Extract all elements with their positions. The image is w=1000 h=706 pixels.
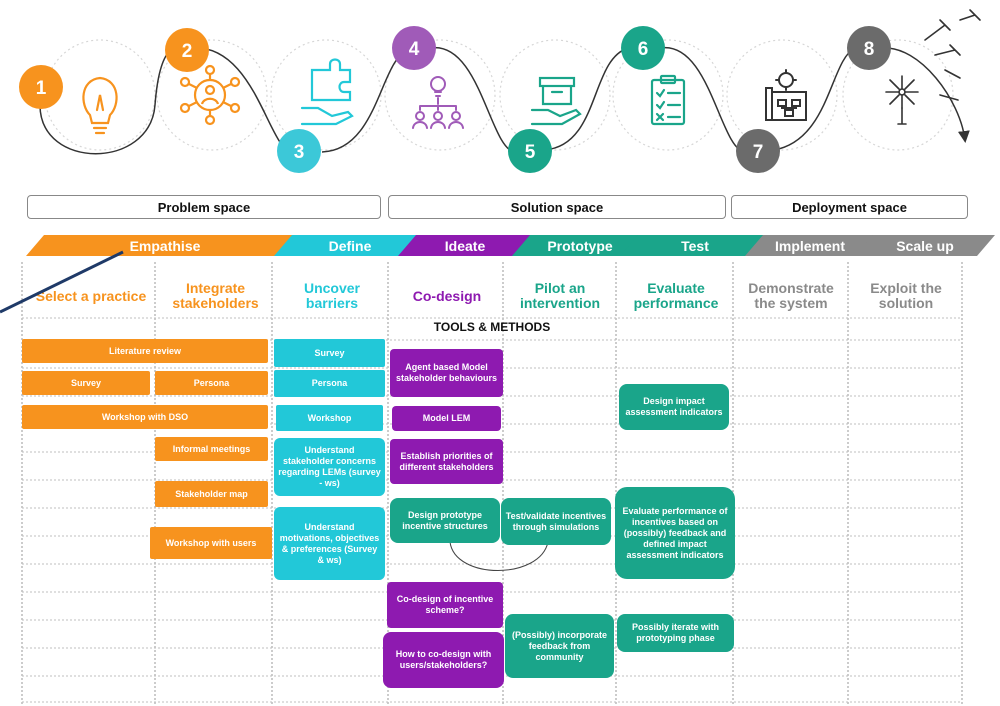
box-hand-icon <box>530 76 582 126</box>
phase-arrow-ideate <box>398 235 537 256</box>
space-problem: Problem space <box>27 195 381 219</box>
tool-workshop-dso: Workshop with DSO <box>22 405 268 429</box>
phase-label-define: Define <box>328 238 372 254</box>
tool-persona-empathise: Persona <box>155 371 268 395</box>
step-title-demonstrate: Demonstrate the system <box>748 280 834 311</box>
tool-survey-empathise: Survey <box>22 371 150 395</box>
tool-motivations: Understand motivations, objectives & pre… <box>274 507 385 580</box>
step-circle-7: 7 <box>736 129 780 173</box>
step-circle-1: 1 <box>19 65 63 109</box>
step-number-3: 3 <box>294 142 305 163</box>
step-circle-5: 5 <box>508 129 552 173</box>
step-title-pilot: Pilot an intervention <box>519 280 601 311</box>
phase-label-ideate: Ideate <box>444 238 486 254</box>
step-circle-6: 6 <box>621 26 665 70</box>
tool-stakeholder-concerns: Understand stakeholder concerns regardin… <box>274 438 385 496</box>
team-idea-icon <box>412 76 464 129</box>
tool-codesign-how: How to co-design with users/stakeholders… <box>383 632 504 688</box>
tool-test-validate: Test/validate incentives through simulat… <box>501 498 611 545</box>
step-circle-3: 3 <box>277 129 321 173</box>
space-deployment: Deployment space <box>731 195 968 219</box>
tool-stakeholder-map: Stakeholder map <box>155 481 268 507</box>
stakeholder-network-icon <box>179 64 241 126</box>
step-title-codesign: Co-design <box>412 287 482 304</box>
dotted-rings <box>44 39 954 151</box>
step-circle-8: 8 <box>847 26 891 70</box>
wave-line <box>39 45 965 155</box>
step-number-1: 1 <box>36 78 47 99</box>
tool-workshop-users: Workshop with users <box>150 527 272 559</box>
step-number-5: 5 <box>525 142 536 163</box>
blueprint-gear-icon <box>765 69 807 121</box>
phase-arrow-scaleup <box>855 235 995 256</box>
step-number-2: 2 <box>182 41 193 62</box>
step-number-4: 4 <box>409 39 420 60</box>
tool-workshop-define: Workshop <box>276 405 383 431</box>
tool-codesign-scheme: Co-design of incentive scheme? <box>387 582 503 628</box>
process-path: 1 2 3 4 5 6 7 8 <box>19 9 981 173</box>
step-number-8: 8 <box>864 39 875 60</box>
phase-label-prototype: Prototype <box>547 238 613 254</box>
tool-literature-review: Literature review <box>22 339 268 363</box>
phase-arrow-prototype <box>512 235 645 256</box>
tool-evaluate-incentives: Evaluate performance of incentives based… <box>615 487 735 579</box>
phase-arrow-implement <box>745 235 880 256</box>
tool-prototype-incentives: Design prototype incentive structures <box>390 498 500 543</box>
step-number-6: 6 <box>638 39 649 60</box>
phase-label-test: Test <box>681 238 709 254</box>
phase-label-implement: Implement <box>774 238 845 254</box>
phase-arrow-empathise <box>26 235 300 256</box>
phase-label-empathise: Empathise <box>129 238 201 254</box>
tool-incorporate-feedback: (Possibly) incorporate feedback from com… <box>505 614 614 678</box>
space-solution: Solution space <box>388 195 726 219</box>
tool-informal-meetings: Informal meetings <box>155 437 268 461</box>
tool-agent-based-model: Agent based Model stakeholder behaviours <box>390 349 503 397</box>
pointer-line <box>0 250 124 314</box>
dandelion-icon <box>885 9 981 125</box>
phase-label-scaleup: Scale up <box>896 238 954 254</box>
phase-arrow-test <box>620 235 770 256</box>
step-circle-4: 4 <box>392 26 436 70</box>
phase-arrow-define <box>274 235 430 256</box>
tools-methods-title: TOOLS & METHODS <box>433 320 551 334</box>
lightbulb-icon <box>82 76 118 135</box>
step-number-7: 7 <box>753 142 764 163</box>
step-title-uncover: Uncover barriers <box>303 280 361 311</box>
step-circle-2: 2 <box>165 28 209 72</box>
step-title-evaluate: Evaluate performance <box>633 280 719 311</box>
tool-model-lem: Model LEM <box>392 406 501 431</box>
tool-establish-priorities: Establish priorities of different stakeh… <box>390 439 503 484</box>
tool-iterate: Possibly iterate with prototyping phase <box>617 614 734 652</box>
iteration-arc <box>449 541 549 571</box>
step-title-select-practice: Select a practice <box>35 287 147 304</box>
tool-survey-define: Survey <box>274 339 385 367</box>
phase-banner <box>26 235 995 256</box>
puzzle-hand-icon <box>300 58 354 126</box>
step-title-integrate: Integrate stakeholders <box>172 280 259 311</box>
tool-persona-define: Persona <box>274 370 385 397</box>
tool-impact-indicators: Design impact assessment indicators <box>619 384 729 430</box>
step-title-exploit: Exploit the solution <box>870 280 942 311</box>
checklist-icon <box>650 74 686 126</box>
